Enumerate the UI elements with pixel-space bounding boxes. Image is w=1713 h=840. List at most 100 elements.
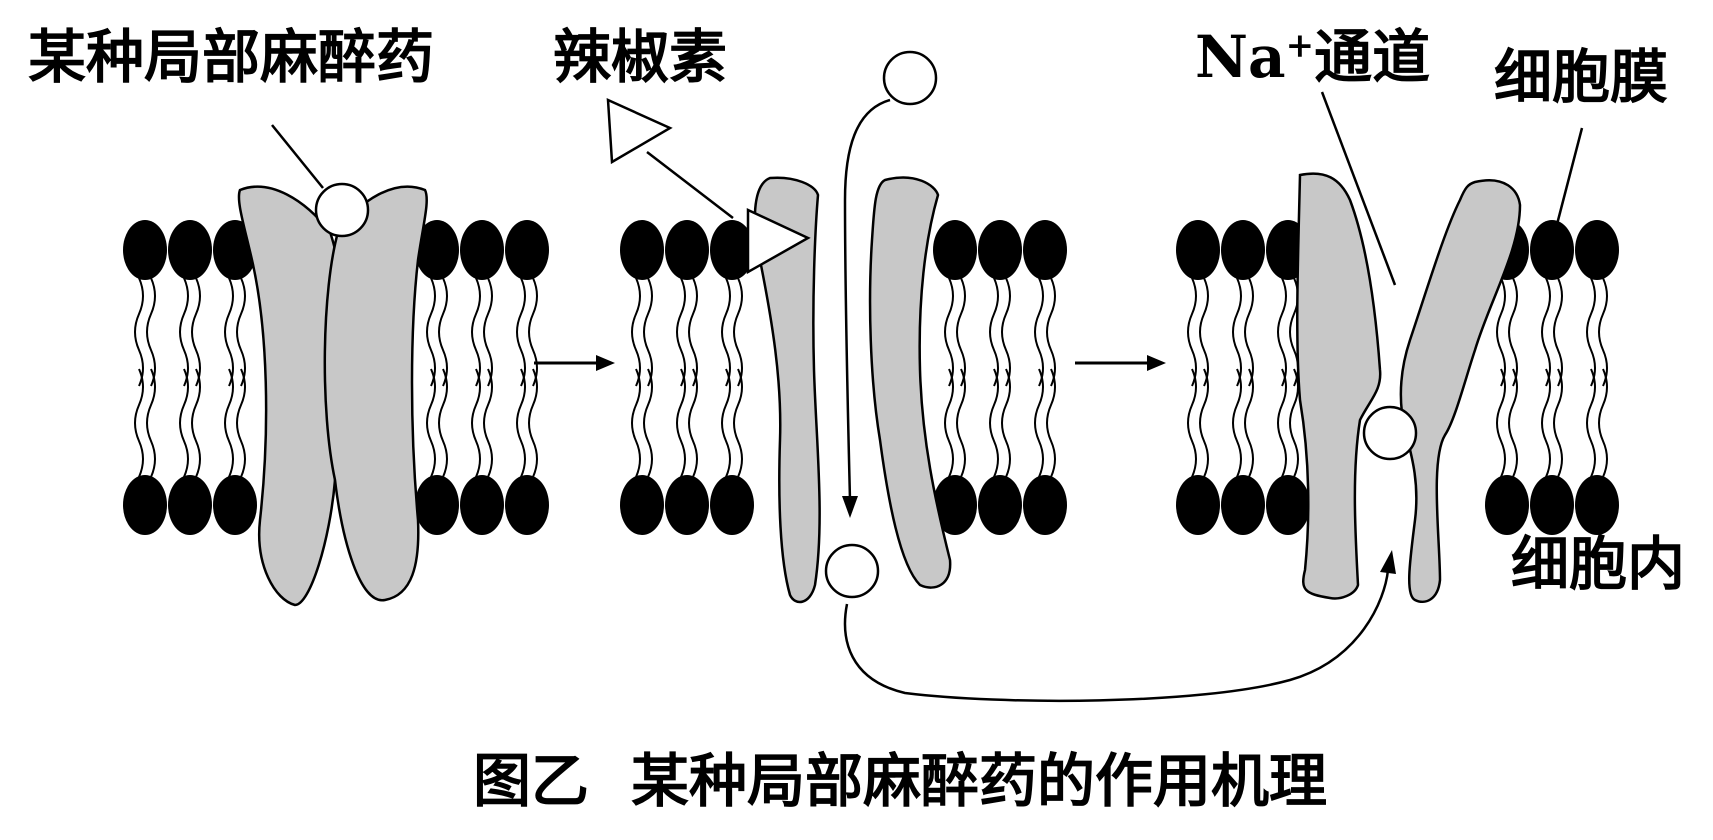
lipid-molecule-pair [213, 220, 257, 535]
lipid-head-top [665, 220, 709, 280]
lipid-tail-bottom [1046, 368, 1056, 478]
lipid-molecule-pair [1176, 220, 1220, 535]
lipid-tail-bottom [471, 368, 481, 478]
lipid-tail-top [1496, 277, 1506, 387]
lipid-tail-bottom [1541, 368, 1551, 478]
lipid-tail-bottom [224, 368, 234, 478]
lipid-head-bottom [1530, 475, 1574, 535]
caption-figure-id: 图乙 [473, 747, 590, 815]
lipid-tail-bottom [134, 368, 144, 478]
lipid-tail-bottom [236, 368, 246, 478]
anesthetic-molecule-blocking [1362, 405, 1418, 461]
lipid-tail-top [1001, 277, 1011, 387]
lipid-molecule-pair [933, 220, 977, 535]
capsaicin-molecule-bound [746, 208, 811, 275]
lipid-tail-top [956, 277, 966, 387]
lipid-head-top [710, 220, 754, 280]
lipid-bilayer-group [123, 220, 1619, 535]
lipid-head-bottom [415, 475, 459, 535]
lipid-molecule-pair [1530, 220, 1574, 535]
lipid-head-top [620, 220, 664, 280]
lipid-tail-top [471, 277, 481, 387]
lipid-tail-top [1598, 277, 1608, 387]
anesthetic-transfer-arrowhead [1380, 550, 1396, 574]
na-channel-pointer-line [1320, 91, 1397, 286]
lipid-tail-bottom [631, 368, 641, 478]
lipid-molecule-pair [1575, 220, 1619, 535]
lipid-tail-bottom [438, 368, 448, 478]
channel-protein-right [323, 185, 428, 602]
panel-1-closed-channel [237, 185, 428, 607]
lipid-head-bottom [460, 475, 504, 535]
lipid-tail-top [688, 277, 698, 387]
lipid-tail-bottom [676, 368, 686, 478]
lipid-tail-bottom [1199, 368, 1209, 478]
lipid-tail-top [179, 277, 189, 387]
figure-caption: 图乙某种局部麻醉药的作用机理 [473, 752, 1327, 810]
lipid-tail-bottom [426, 368, 436, 478]
lipid-tail-top [438, 277, 448, 387]
lipid-tail-bottom [733, 368, 743, 478]
lipid-tail-top [1586, 277, 1596, 387]
lipid-tail-top [1187, 277, 1197, 387]
lipid-tail-bottom [688, 368, 698, 478]
channel-protein-left-open [753, 176, 821, 604]
lipid-head-top [415, 220, 459, 280]
lipid-tail-bottom [483, 368, 493, 478]
label-membrane: 细胞膜 [1494, 43, 1669, 111]
lipid-tail-bottom [643, 368, 653, 478]
lipid-tail-top [1277, 277, 1287, 387]
lipid-head-top [933, 220, 977, 280]
lipid-tail-top [146, 277, 156, 387]
lipid-head-bottom [1575, 475, 1619, 535]
lipid-head-bottom [978, 475, 1022, 535]
lipid-tail-top [191, 277, 201, 387]
anesthetic-transfer-path [843, 569, 1390, 703]
label-na-suffix: 通道 [1314, 23, 1431, 91]
membrane-pointer-line [1553, 127, 1584, 233]
anesthetic-molecule [314, 182, 370, 238]
lipid-head-top [168, 220, 212, 280]
lipid-tail-top [528, 277, 538, 387]
lipid-tail-top [1034, 277, 1044, 387]
lipid-tail-bottom [1187, 368, 1197, 478]
lipid-tail-bottom [944, 368, 954, 478]
lipid-head-top [123, 220, 167, 280]
anesthetic-entry-arrowhead [842, 496, 858, 518]
lipid-tail-bottom [516, 368, 526, 478]
lipid-head-top [1176, 220, 1220, 280]
lipid-head-bottom [505, 475, 549, 535]
lipid-head-bottom [123, 475, 167, 535]
lipid-tail-bottom [1232, 368, 1242, 478]
lipid-molecule-pair [978, 220, 1022, 535]
lipid-tail-bottom [1496, 368, 1506, 478]
label-anesthetic: 某种局部麻醉药 [28, 23, 435, 91]
lipid-tail-top [224, 277, 234, 387]
lipid-molecule-pair [460, 220, 504, 535]
lipid-tail-top [236, 277, 246, 387]
label-na-channel: Na+通道 [1195, 28, 1430, 86]
channel-protein-right-open [868, 176, 952, 589]
panel-2-open-channel [753, 176, 952, 604]
channel-protein-left [237, 185, 347, 607]
lipid-tail-bottom [528, 368, 538, 478]
lipid-tail-top [676, 277, 686, 387]
lipid-molecule-pair [123, 220, 167, 535]
lipid-head-bottom [1221, 475, 1265, 535]
lipid-head-bottom [1485, 475, 1529, 535]
lipid-molecule-pair [1221, 220, 1265, 535]
lipid-molecule-pair [710, 220, 754, 535]
lipid-tail-bottom [1244, 368, 1254, 478]
lipid-head-bottom [1176, 475, 1220, 535]
channel-protein-left-blocked [1296, 172, 1382, 600]
panel-3-blocked-channel [1296, 172, 1522, 604]
label-na-superscript: + [1285, 25, 1315, 66]
lipid-tail-top [516, 277, 526, 387]
lipid-head-top [460, 220, 504, 280]
lipid-tail-bottom [1586, 368, 1596, 478]
channel-protein-right-blocked [1399, 179, 1522, 604]
lipid-tail-top [134, 277, 144, 387]
label-intracellular: 细胞内 [1511, 530, 1686, 598]
lipid-molecule-pair [415, 220, 459, 535]
